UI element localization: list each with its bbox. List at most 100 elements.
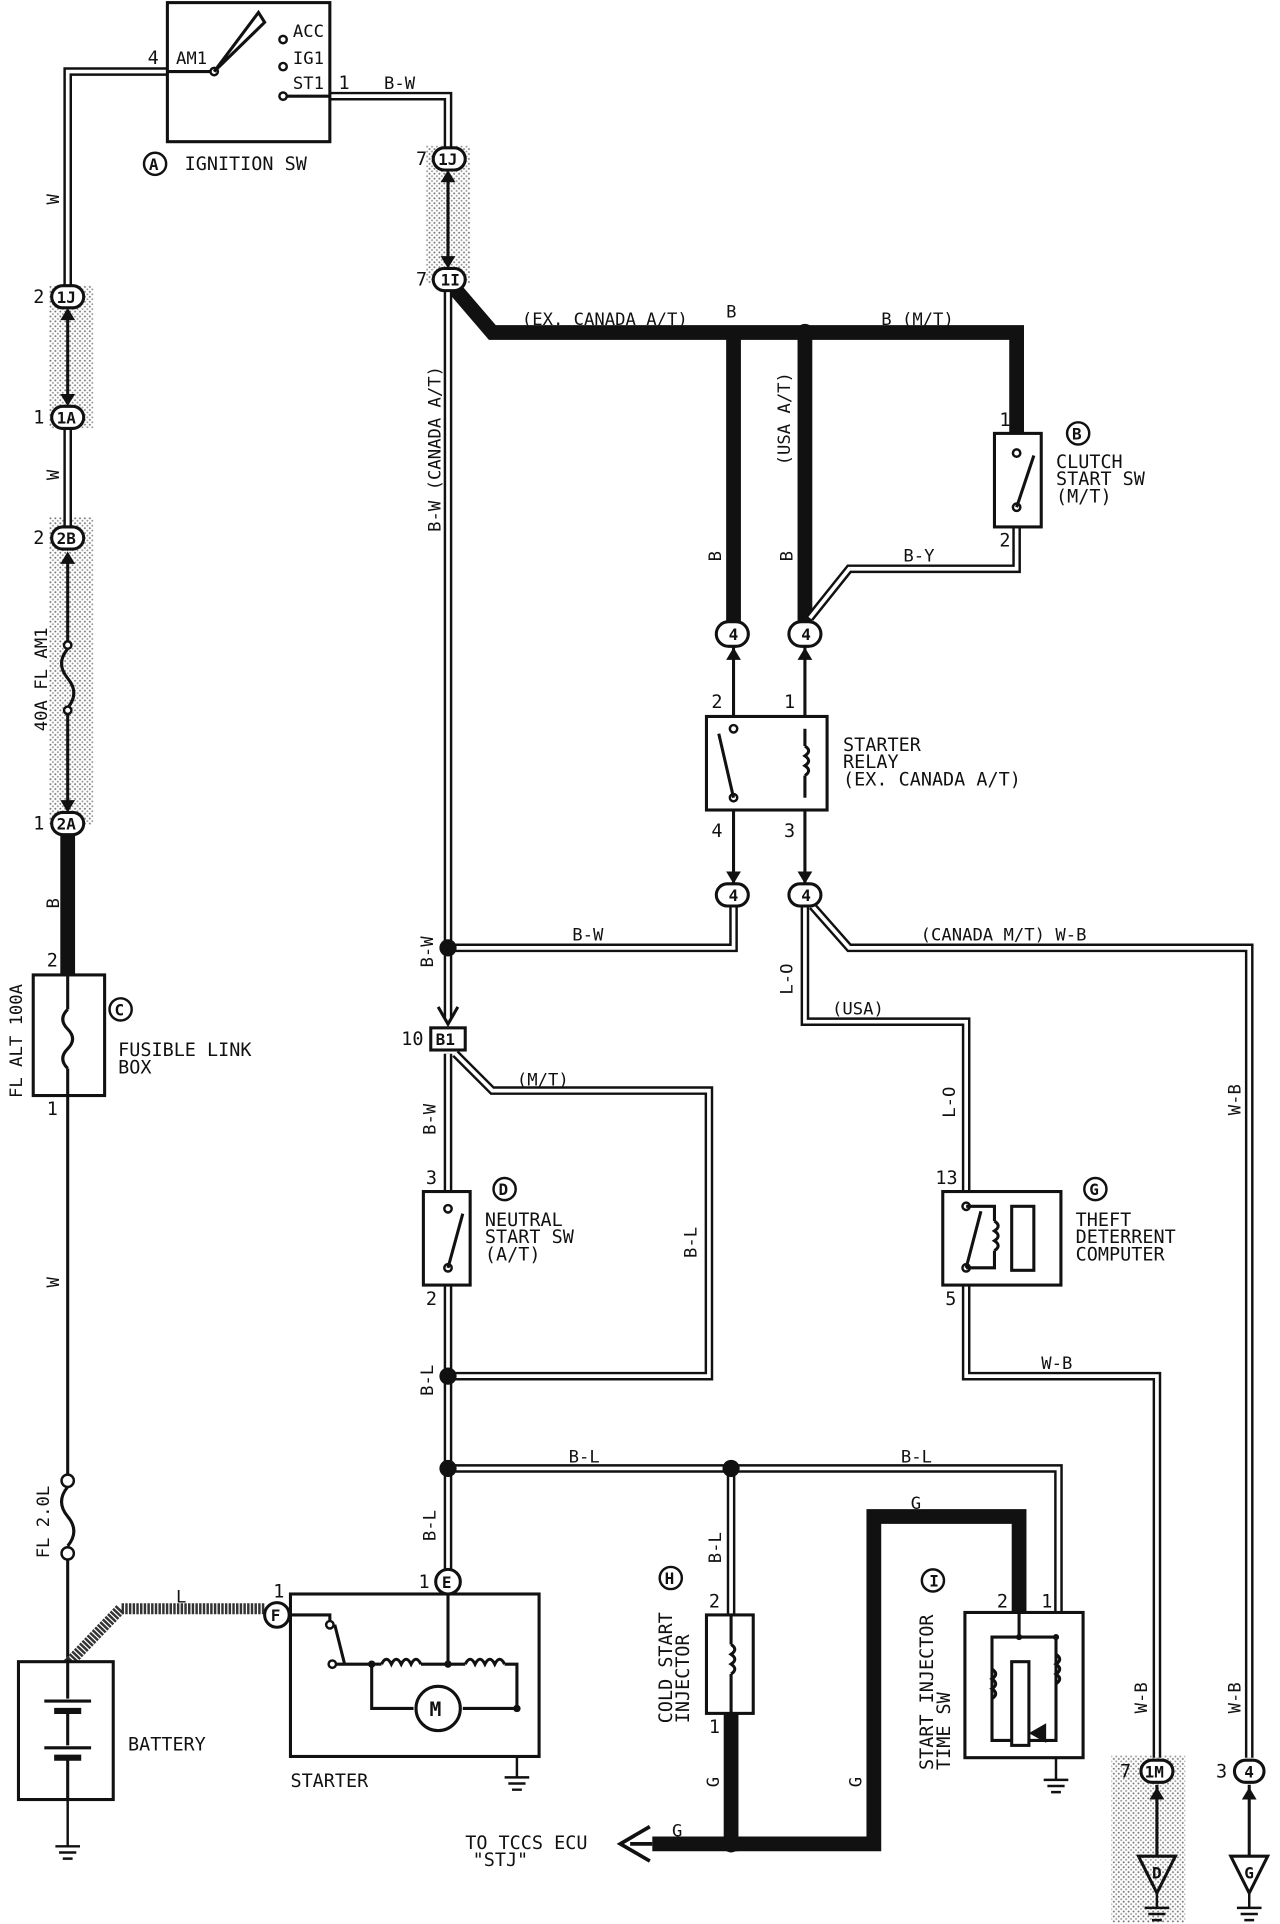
pin-number: 1	[418, 1572, 429, 1593]
wire-label: B-W	[421, 1103, 441, 1135]
pin-number: 7	[416, 270, 427, 291]
wire-label: B-Y	[903, 546, 935, 566]
label-neutral-l3: (A/T)	[485, 1244, 541, 1265]
wire-b-w-relay-to-node	[448, 906, 738, 953]
label-theft-l2: DETERRENT	[1076, 1227, 1176, 1248]
label-cold-start-l2: INJECTOR	[673, 1633, 694, 1723]
connector-4-relay-top-left: 4	[714, 620, 750, 648]
pin-number: 2	[33, 528, 44, 549]
label-battery: BATTERY	[128, 1734, 206, 1755]
wire-label: (EX. CANADA A/T)	[522, 310, 688, 330]
pin-number: 4	[148, 48, 159, 69]
wire-label: G	[704, 1777, 724, 1787]
pin-number: 7	[1120, 1761, 1131, 1782]
svg-text:M: M	[430, 1698, 442, 1721]
pin-number: 2	[999, 531, 1010, 552]
wire-label: (USA A/T)	[775, 372, 795, 465]
wire-label: B-W (CANADA A/T)	[426, 366, 446, 532]
wire-label: W	[44, 1277, 64, 1288]
pin-label-acc: ACC	[293, 22, 324, 42]
marker-letter-a: A	[149, 155, 159, 174]
wire-label: B-L	[569, 1447, 600, 1467]
wire-label: (USA)	[832, 999, 884, 1019]
connector-4-relay-top-right: 4	[787, 620, 823, 648]
wire-w-b-theft-to-1m	[961, 1285, 1162, 1758]
wire-label: W	[44, 193, 64, 204]
wire-b-ex-canada-horizontal	[449, 284, 1024, 434]
svg-text:E: E	[442, 1573, 452, 1592]
label-cold-start-l1: COLD START	[656, 1612, 677, 1723]
pin-number: 1	[33, 408, 44, 429]
ground-icon	[55, 1799, 80, 1860]
connector-1j-left: 1J	[50, 284, 86, 310]
pin-number: 1	[784, 692, 795, 713]
pin-number: 2	[426, 1289, 437, 1310]
label-theft-l1: THEFT	[1076, 1210, 1132, 1231]
clutch-start-switch	[992, 431, 1043, 529]
svg-text:4: 4	[1244, 1762, 1254, 1781]
ecu-label-l2: "STJ"	[473, 1850, 529, 1871]
marker-letter-d: D	[498, 1180, 508, 1199]
wire-label: B-L	[901, 1447, 932, 1467]
label-time-sw-l1: START INJECTOR	[917, 1614, 938, 1770]
wire-label: (CANADA M/T) W-B	[921, 925, 1087, 945]
fuse-fl-2-0l	[60, 1473, 76, 1561]
pin-number: 1	[1041, 1592, 1052, 1613]
connector-e: E	[434, 1567, 462, 1596]
wire-label: B-L	[418, 1365, 438, 1396]
wire-g-time-sw	[731, 1509, 1027, 1852]
arrow-to-b1-icon	[436, 1006, 460, 1028]
junction-node	[439, 1459, 457, 1478]
connector-b1: B1	[429, 1026, 467, 1052]
ground-label-g: G	[1244, 1863, 1254, 1882]
label-clutch-l3: (M/T)	[1056, 486, 1112, 507]
connector-2b: 2B	[50, 525, 86, 551]
pin-number: 2	[47, 950, 58, 971]
component-marker-a	[142, 151, 168, 177]
pin-number: 1	[999, 410, 1010, 431]
pin-number: 5	[945, 1289, 956, 1310]
wire-label: G	[847, 1777, 867, 1787]
fuse-label-fl20: FL 2.0L	[34, 1486, 54, 1559]
wire-label: L-O	[940, 1087, 960, 1118]
marker-letter-i: I	[929, 1572, 939, 1591]
pin-number: 1	[47, 1099, 58, 1120]
wire-label: B-W	[572, 925, 604, 945]
wire-b-y-clutch-to-4	[806, 526, 1021, 621]
wire-label: G	[911, 1494, 921, 1514]
pin-number: 1	[709, 1717, 720, 1738]
pin-number: 2	[709, 1592, 720, 1613]
component-marker-h	[658, 1565, 684, 1591]
cold-start-injector	[704, 1613, 755, 1715]
wire-label: B	[44, 898, 64, 908]
label-clutch-l2: START SW	[1056, 469, 1146, 490]
junction-node	[439, 1367, 457, 1385]
wire-l-o-usa	[800, 906, 971, 1192]
pin-label-am1: AM1	[176, 49, 207, 69]
pin-number: 1	[33, 814, 44, 835]
pin-label-st1: ST1	[293, 74, 324, 94]
svg-text:4: 4	[729, 886, 739, 905]
pin-number: 2	[33, 287, 44, 308]
wire-label: B-W	[418, 936, 438, 968]
svg-text:1I: 1I	[441, 271, 460, 290]
label-theft-l3: COMPUTER	[1076, 1244, 1166, 1265]
wire-label: B (M/T)	[881, 310, 954, 330]
label-starter-relay-l2: RELAY	[843, 752, 899, 773]
marker-letter-h: H	[665, 1569, 675, 1588]
wire-label: W	[44, 469, 64, 480]
pin-number: 3	[426, 1168, 437, 1189]
label-neutral-l1: NEUTRAL	[485, 1210, 563, 1231]
shaded-connector-area	[49, 517, 94, 825]
start-injector-time-switch	[963, 1610, 1085, 1760]
shaded-connector-area	[49, 285, 94, 429]
wire-label: B-L	[706, 1532, 726, 1563]
component-marker-i	[920, 1568, 946, 1593]
pin-number: 2	[997, 1592, 1008, 1613]
fuse-40a-am1	[60, 640, 76, 716]
wire-label: L	[176, 1588, 186, 1608]
connector-4-relay-bottom-left: 4	[714, 882, 750, 908]
wire-label: B-L	[682, 1227, 702, 1258]
wire-label: W-B	[1226, 1084, 1246, 1115]
